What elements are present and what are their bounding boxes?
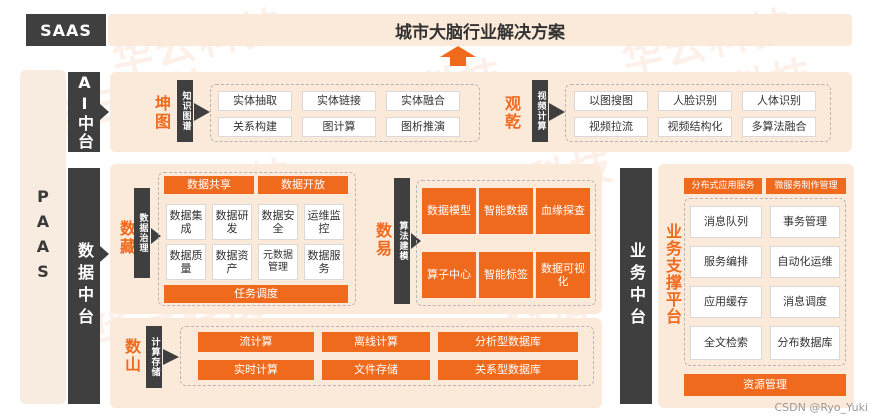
business-platform-label: 业务中台 [620, 168, 652, 404]
zang-top-item: 数据共享 [164, 176, 254, 194]
shan-item: 文件存储 [322, 360, 430, 380]
ai-platform-label: AI中台 [68, 72, 100, 152]
kun-title: 坤图 [152, 95, 171, 131]
shan-title: 数山 [122, 338, 141, 374]
yi-item: 算子中心 [422, 252, 476, 298]
footer-credit: CSDN @Ryo_Yuki [774, 401, 869, 414]
zang-grid-item: 数据安全 [258, 204, 298, 240]
business-item: 服务编排 [690, 246, 762, 278]
guan-item: 视频结构化 [658, 117, 732, 137]
ai-arrow-icon [100, 104, 109, 120]
zang-grid-item: 数据质量 [166, 244, 206, 280]
page-title: 城市大脑行业解决方案 [395, 22, 565, 43]
guan-tag: 视频计算 [532, 80, 548, 142]
shan-item: 关系型数据库 [438, 360, 578, 380]
ai-panel [110, 72, 852, 152]
saas-label: SAAS [26, 14, 106, 46]
guan-title: 观乾 [502, 95, 521, 131]
zang-grid-item: 运维监控 [304, 204, 344, 240]
zang-grid-item: 数据服务 [304, 244, 344, 280]
yi-tag: 算法建模 [394, 178, 410, 304]
zang-top-item: 数据开放 [258, 176, 348, 194]
kun-arrow-icon [194, 103, 210, 121]
yi-item: 数据可视化 [536, 252, 590, 298]
zang-bottom-item: 任务调度 [164, 285, 348, 303]
business-title: 业务支撑平台 [663, 223, 682, 325]
kun-item: 实体链接 [302, 91, 376, 111]
paas-label: PAAS [33, 187, 53, 287]
kun-item: 实体融合 [386, 91, 460, 111]
business-item: 全文检索 [690, 326, 762, 360]
guan-item: 人脸识别 [658, 91, 732, 111]
shan-item: 离线计算 [322, 332, 430, 352]
yi-group [416, 180, 596, 306]
guan-item: 人体识别 [742, 91, 816, 111]
zang-grid-item: 元数据管理 [258, 244, 298, 280]
shan-item: 分析型数据库 [438, 332, 578, 352]
business-top-item: 微服务制作管理 [766, 178, 846, 194]
zang-tag: 数据治理 [134, 188, 150, 278]
yi-title: 数易 [373, 222, 392, 258]
title-bar: 城市大脑行业解决方案 [108, 14, 852, 46]
guan-group [565, 84, 831, 142]
business-item: 消息队列 [690, 206, 762, 238]
guan-item: 以图搜图 [574, 91, 648, 111]
business-item: 分布数据库 [770, 326, 840, 360]
yi-item: 血缘探查 [536, 188, 590, 234]
business-bottom-item: 资源管理 [684, 374, 846, 396]
data-arrow-icon [100, 246, 109, 262]
paas-column: PAAS [20, 70, 66, 404]
zang-grid-item: 数据资产 [212, 244, 252, 280]
shan-group [180, 326, 594, 386]
kun-tag: 知识图谱 [177, 80, 193, 142]
kun-item: 图析推演 [386, 117, 460, 137]
zang-title: 数藏 [117, 220, 136, 256]
business-item: 应用缓存 [690, 286, 762, 318]
yi-item: 智能数据 [479, 188, 533, 234]
business-item: 消息调度 [770, 286, 840, 318]
guan-item: 视频拉流 [574, 117, 648, 137]
yi-item: 智能标签 [479, 252, 533, 298]
up-arrow-icon [440, 46, 476, 66]
business-group [684, 198, 846, 366]
zang-grid-item: 数据研发 [212, 204, 252, 240]
business-item: 事务管理 [770, 206, 840, 238]
zang-grid-item: 数据集成 [166, 204, 206, 240]
guan-arrow-icon [549, 103, 565, 121]
kun-item: 图计算 [302, 117, 376, 137]
yi-item: 数据模型 [422, 188, 476, 234]
shan-item: 流计算 [198, 332, 314, 352]
kun-item: 关系构建 [218, 117, 292, 137]
zang-arrow-icon [151, 228, 161, 244]
business-top-item: 分布式应用服务 [684, 178, 762, 194]
shan-arrow-icon [163, 349, 179, 365]
kun-group [210, 84, 480, 142]
guan-item: 多算法融合 [742, 117, 816, 137]
shan-tag: 计算存储 [146, 326, 162, 388]
kun-item: 实体抽取 [218, 91, 292, 111]
business-item: 自动化运维 [770, 246, 840, 278]
zang-group [158, 172, 356, 306]
data-platform-label: 数据中台 [68, 168, 100, 404]
shan-item: 实时计算 [198, 360, 314, 380]
